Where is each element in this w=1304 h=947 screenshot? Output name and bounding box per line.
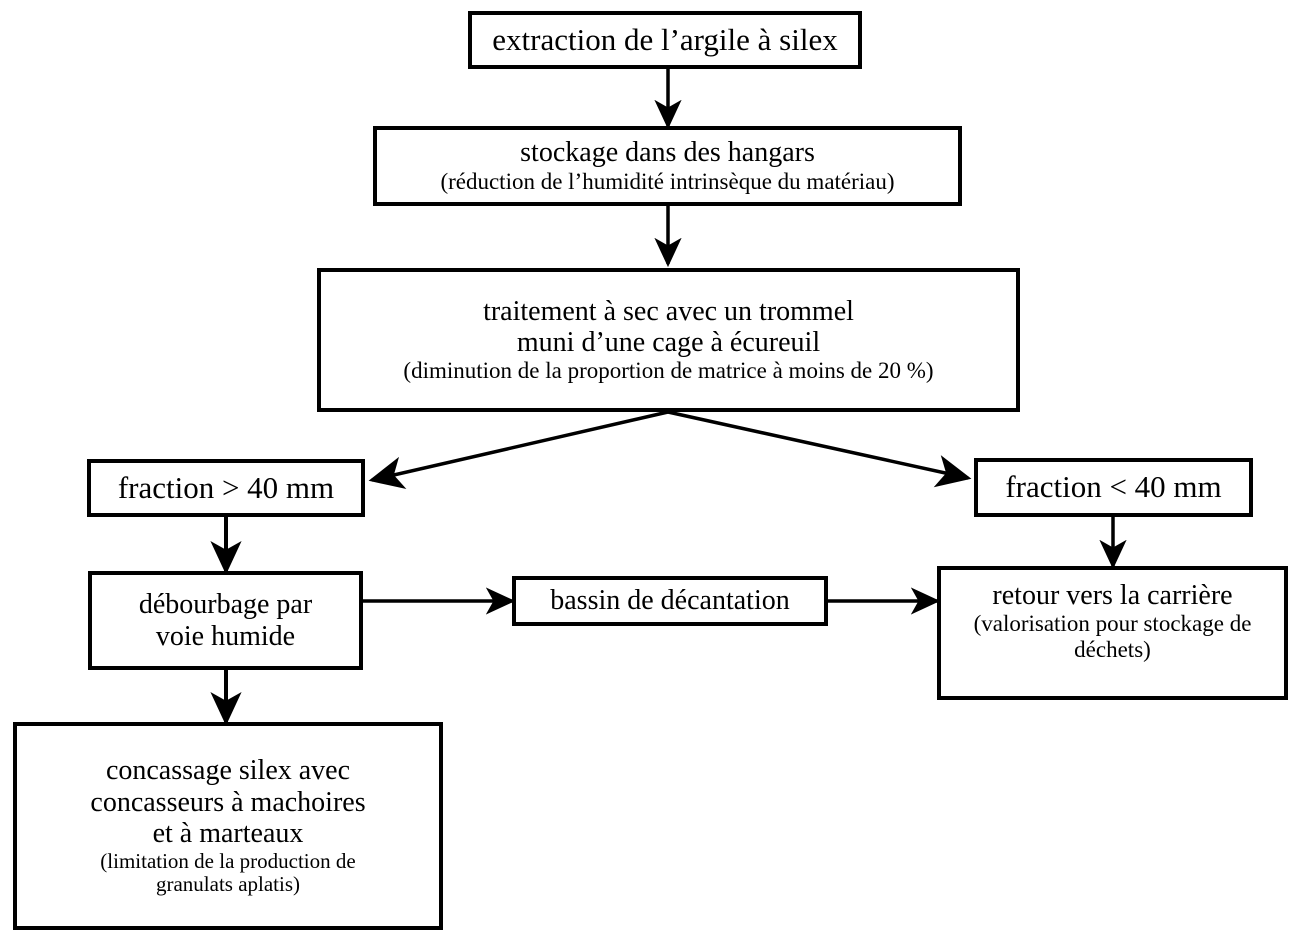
node-traitement-line-3: (diminution de la proportion de matrice … bbox=[403, 358, 934, 384]
node-debourbage[interactable]: débourbage par voie humide bbox=[88, 571, 363, 670]
node-retour-line-3: déchets) bbox=[1074, 637, 1151, 663]
node-bassin[interactable]: bassin de décantation bbox=[512, 576, 828, 626]
edge-traitement-fraction-inf bbox=[667, 410, 972, 488]
node-retour-line-1: retour vers la carrière bbox=[992, 580, 1233, 611]
node-traitement[interactable]: traitement à sec avec un trommel muni d’… bbox=[317, 268, 1020, 412]
node-concassage-line-4: (limitation de la production de bbox=[100, 848, 356, 873]
node-retour[interactable]: retour vers la carrière (valorisation po… bbox=[937, 566, 1288, 700]
node-traitement-line-2: muni d’une cage à écureuil bbox=[516, 327, 821, 359]
node-bassin-line-1: bassin de décantation bbox=[550, 585, 790, 617]
node-traitement-line-1: traitement à sec avec un trommel bbox=[483, 295, 854, 327]
node-fraction-sup[interactable]: fraction > 40 mm bbox=[87, 459, 365, 517]
node-fraction-sup-line-1: fraction > 40 mm bbox=[117, 469, 335, 505]
node-fraction-inf[interactable]: fraction < 40 mm bbox=[974, 458, 1253, 517]
node-concassage-line-3: et à marteaux bbox=[152, 818, 304, 850]
node-debourbage-line-1: débourbage par bbox=[138, 589, 313, 621]
node-stockage-line-2: (réduction de l’humidité intrinsèque du … bbox=[440, 168, 895, 194]
node-stockage[interactable]: stockage dans des hangars (réduction de … bbox=[373, 126, 962, 206]
node-debourbage-line-2: voie humide bbox=[155, 620, 296, 652]
node-concassage-line-1: concassage silex avec bbox=[105, 755, 351, 787]
node-extraction-line-1: extraction de l’argile à silex bbox=[492, 21, 838, 57]
node-stockage-line-1: stockage dans des hangars bbox=[520, 137, 815, 169]
node-retour-line-2: (valorisation pour stockage de bbox=[973, 611, 1252, 637]
node-concassage[interactable]: concassage silex avec concasseurs à mach… bbox=[13, 722, 443, 930]
node-concassage-line-5: granulats aplatis) bbox=[155, 872, 301, 897]
edge-traitement-fraction-sup bbox=[368, 410, 669, 489]
node-fraction-inf-line-1: fraction < 40 mm bbox=[1005, 469, 1222, 505]
node-concassage-line-2: concasseurs à machoires bbox=[90, 786, 366, 818]
node-extraction[interactable]: extraction de l’argile à silex bbox=[468, 11, 862, 69]
